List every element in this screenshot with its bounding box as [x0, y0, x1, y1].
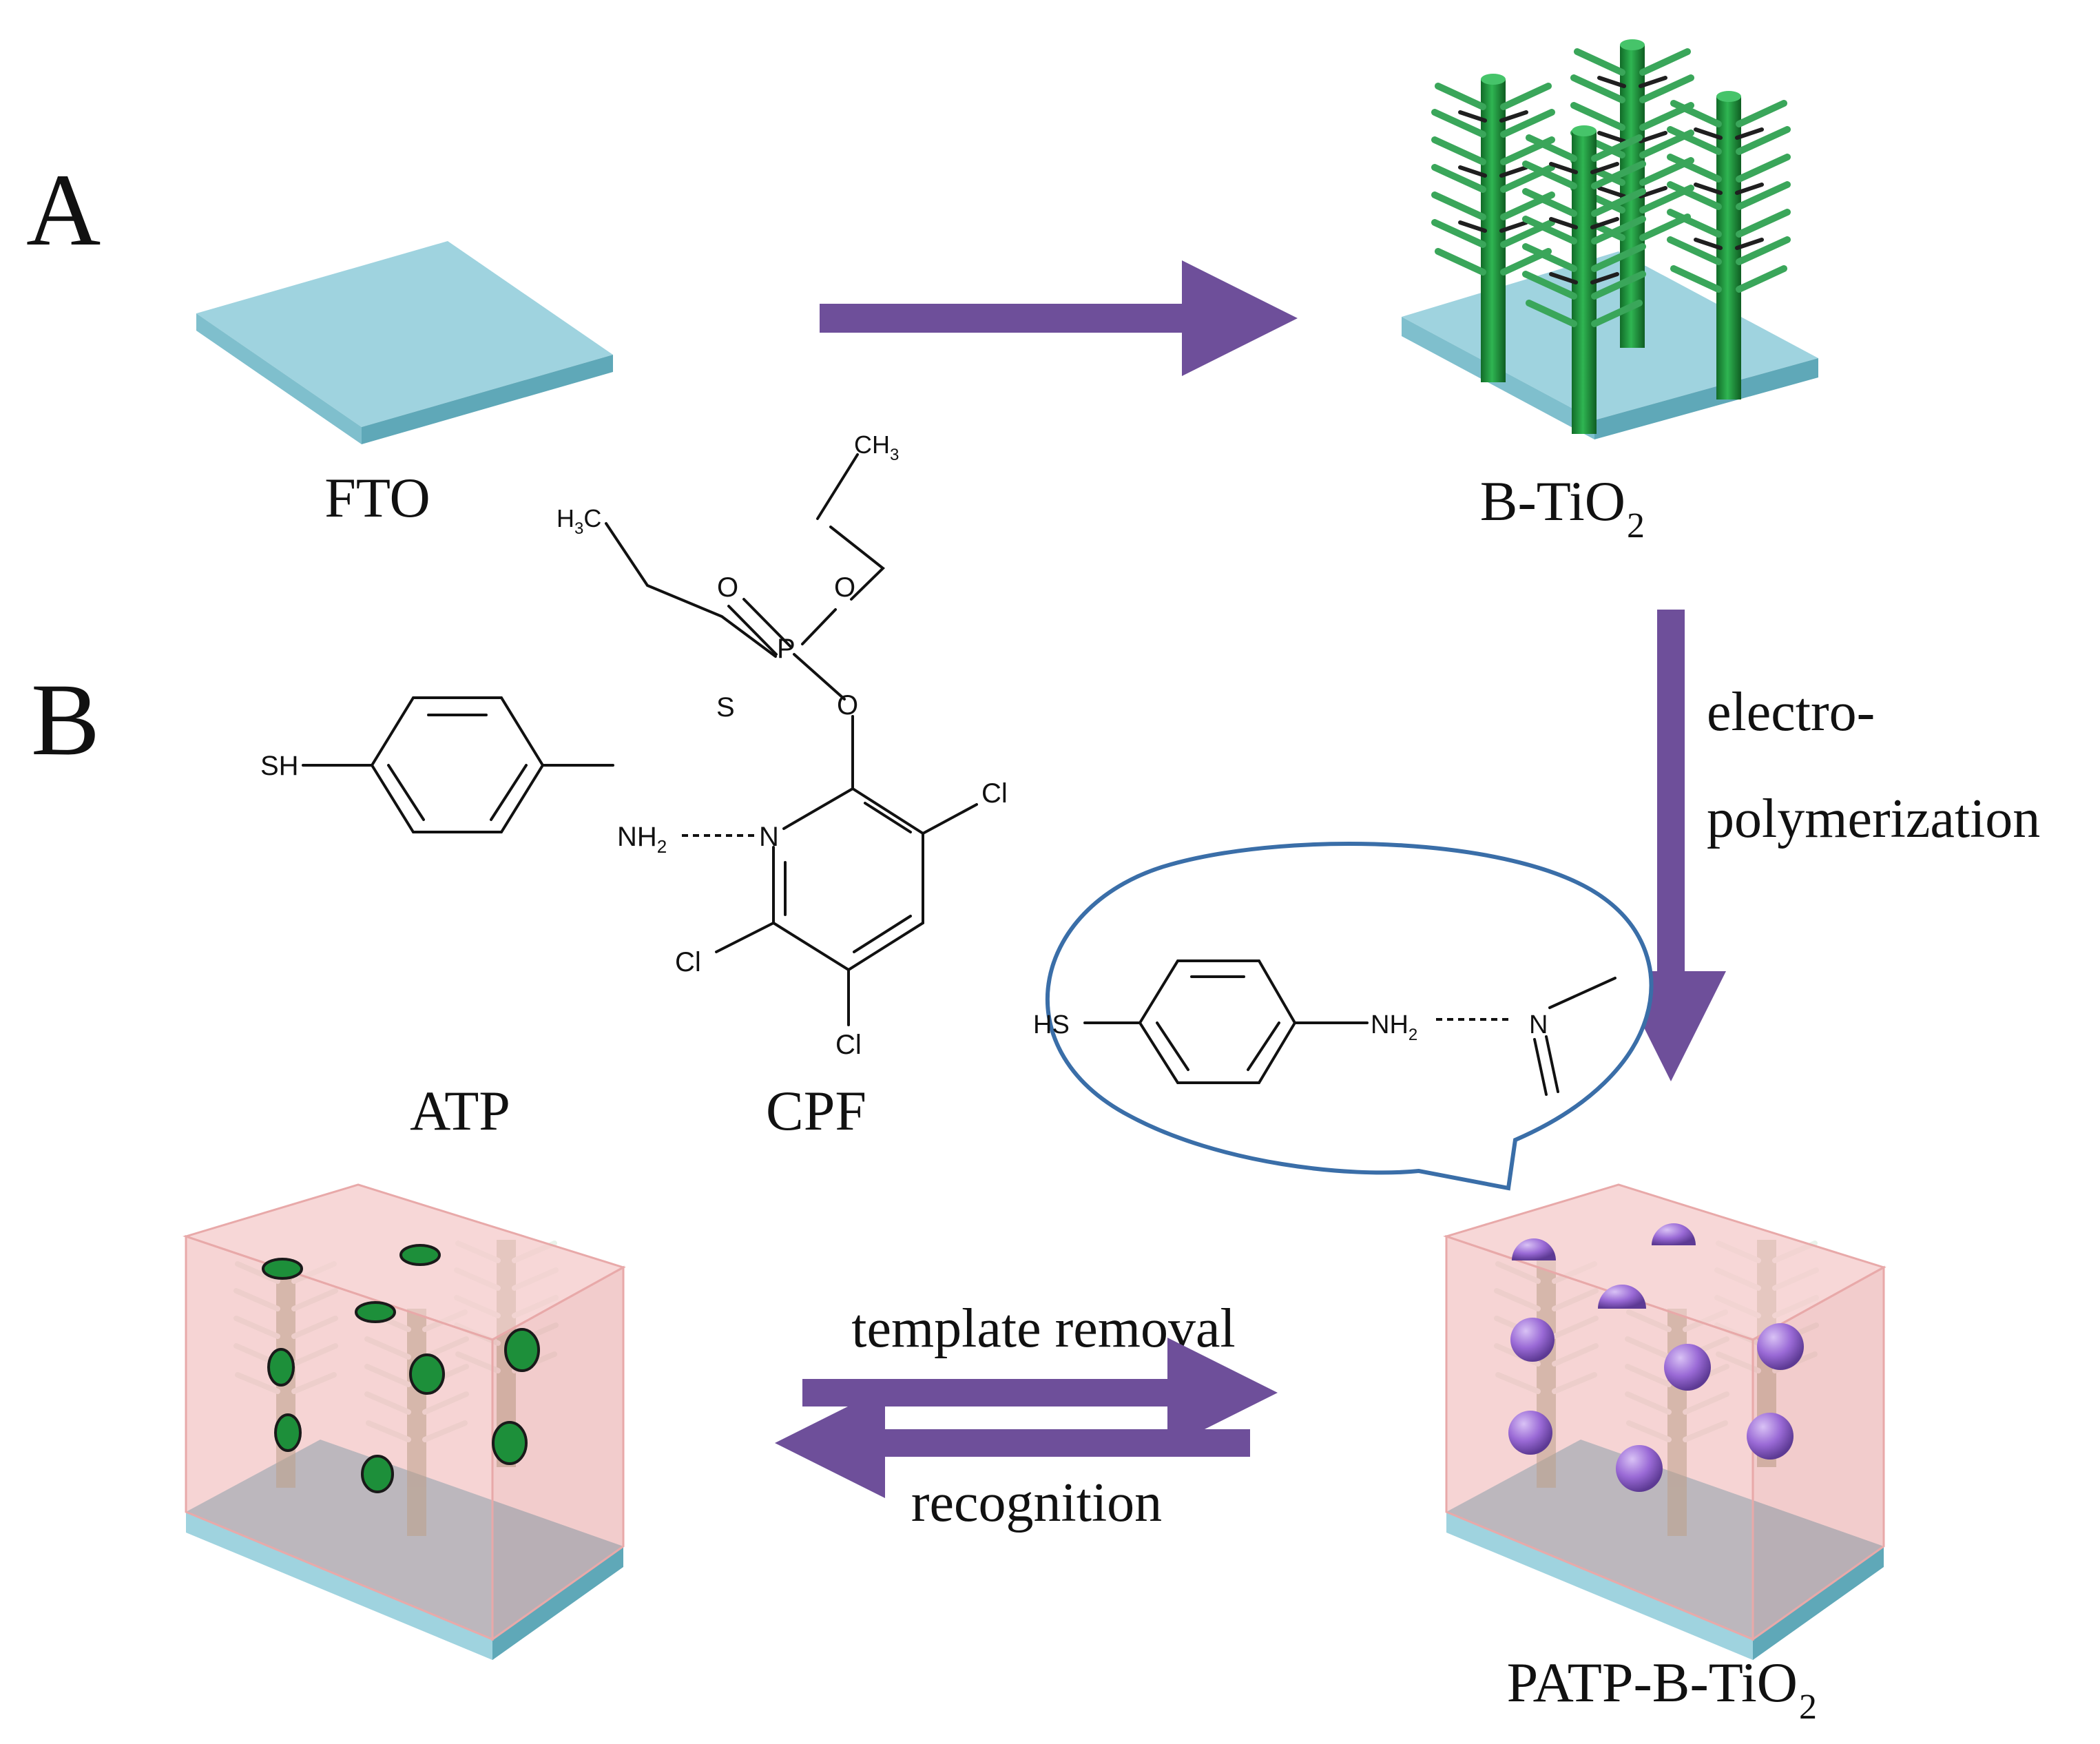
cpf-atom-p: P — [777, 634, 796, 664]
atp-atom-nh2: NH2 — [617, 822, 667, 857]
cpf-ethyl-right: CH3 — [854, 430, 899, 464]
atp-structure — [302, 696, 614, 833]
cpf-atom-o-ring: O — [837, 690, 858, 720]
cpf-atom-o-right: O — [834, 572, 855, 603]
fto-substrate — [196, 241, 613, 444]
cpf-name-label: CPF — [766, 1079, 866, 1142]
callout-atom-n: N — [1529, 1010, 1548, 1039]
fto-label: FTO — [324, 466, 430, 529]
atp-name-label: ATP — [410, 1079, 510, 1142]
panel-label-b: B — [31, 663, 100, 777]
template-removal-label: template removal — [851, 1298, 1236, 1359]
btio2-label: B-TiO — [1480, 470, 1625, 532]
cpf-ethyl-left: H3C — [557, 504, 601, 538]
cpf-atom-cl-6: Cl — [675, 947, 701, 977]
electropolymerization-label-line2: polymerization — [1707, 789, 2040, 849]
atp-atom-sh: SH — [260, 751, 299, 781]
cpf-atom-cl-3: Cl — [981, 778, 1008, 809]
interaction-callout — [1045, 842, 1654, 1191]
cpf-atom-o-left: O — [717, 572, 738, 603]
patp-btio2-subscript: 2 — [1799, 1688, 1817, 1727]
patp-btio2-label: PATP-B-TiO — [1507, 1651, 1798, 1714]
callout-atom-nh2: NH2 — [1371, 1010, 1417, 1044]
recognition-label: recognition — [911, 1473, 1162, 1533]
callout-atom-hs: HS — [1033, 1010, 1070, 1039]
cpf-atom-s: S — [716, 692, 735, 723]
patp-btio2-cube — [1443, 1183, 1886, 1660]
imprinted-polymer-cube — [183, 1183, 626, 1660]
panel-label-a: A — [26, 153, 101, 267]
cpf-atom-n: N — [759, 822, 779, 852]
cpf-structure — [605, 453, 978, 1026]
btio2-nanorod-array — [1402, 39, 1818, 439]
btio2-subscript: 2 — [1627, 506, 1645, 546]
cpf-atom-cl-5: Cl — [835, 1030, 862, 1060]
electropolymerization-label-line1: electro- — [1707, 682, 1875, 743]
